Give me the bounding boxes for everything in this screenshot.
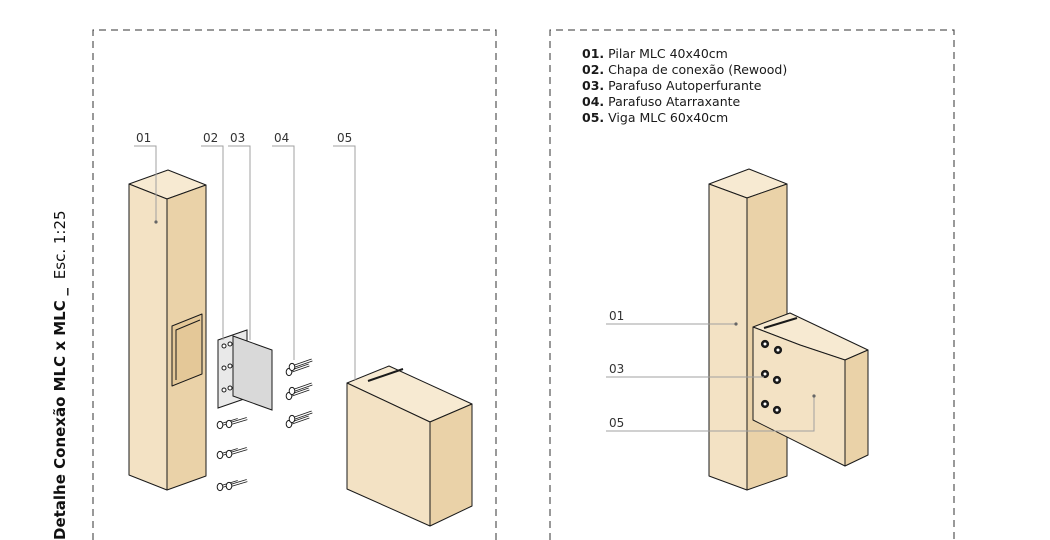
screw-head-center: [775, 378, 779, 382]
exploded-label-05: 05: [337, 131, 353, 145]
screw: [225, 479, 248, 491]
exploded-label-03: 03: [230, 131, 246, 145]
assembled-column-front: [708, 183, 748, 491]
assembled-label-05: 05: [609, 416, 625, 430]
plate-hole: [221, 343, 227, 349]
exploded-label-01: 01: [136, 131, 152, 145]
beam-side-face: [429, 403, 473, 527]
legend-item-01: 01. Pilar MLC 40x40cm: [582, 46, 728, 61]
plate-hole: [221, 387, 227, 393]
assembled-leader-01-dot: [734, 322, 738, 326]
legend-item-03: 03. Parafuso Autoperfurante: [582, 78, 762, 93]
beam-slot: [367, 368, 404, 382]
plate-hole: [227, 363, 233, 369]
exploded-leaders: [134, 145, 356, 380]
exploded-label-04: 04: [274, 131, 290, 145]
assembled-leader-05-dot: [812, 394, 816, 398]
screw: [225, 417, 248, 429]
exploded-beam: [346, 365, 473, 527]
assembled-beam-side: [844, 349, 869, 467]
leader-01: [134, 145, 157, 222]
left-panel-frame: [92, 29, 497, 540]
assembled-screw-heads: [760, 339, 783, 415]
plate-hole: [221, 365, 227, 371]
screw: [288, 358, 313, 372]
screw-head-center: [763, 372, 767, 376]
screw: [288, 410, 313, 424]
leader-02: [201, 145, 224, 340]
screw-head-center: [775, 408, 779, 412]
assembled-beam-slot: [763, 317, 798, 329]
column-pocket: [171, 313, 203, 387]
assembled-leaders: [606, 323, 815, 432]
legend-item-04: 04. Parafuso Atarraxante: [582, 94, 741, 109]
screw-head-center: [763, 402, 767, 406]
column-front-face: [128, 183, 168, 491]
screws-group: [216, 358, 313, 492]
plate-hole: [227, 341, 233, 347]
screw: [225, 447, 248, 459]
assembled-label-01: 01: [609, 309, 625, 323]
assembled-leader-05: [606, 396, 815, 432]
legend: 01. Pilar MLC 40x40cm 02. Chapa de conex…: [582, 46, 787, 126]
screw-head-center: [763, 342, 767, 346]
assembled-label-03: 03: [609, 362, 625, 376]
legend-item-02: 02. Chapa de conexão (Rewood): [582, 62, 788, 77]
leader-04: [272, 145, 295, 360]
plate-hole: [227, 385, 233, 391]
leader-05: [333, 145, 356, 380]
screw: [288, 382, 313, 396]
exploded-column: [128, 169, 207, 491]
exploded-label-02: 02: [203, 131, 219, 145]
screw-head-center: [776, 348, 780, 352]
leader-01-dot: [154, 220, 158, 224]
right-panel-frame: [549, 29, 955, 540]
legend-item-05: 05. Viga MLC 60x40cm: [582, 110, 729, 125]
leader-03: [228, 145, 251, 340]
connection-plate: [217, 329, 273, 411]
column-pocket-edge: [175, 319, 201, 380]
